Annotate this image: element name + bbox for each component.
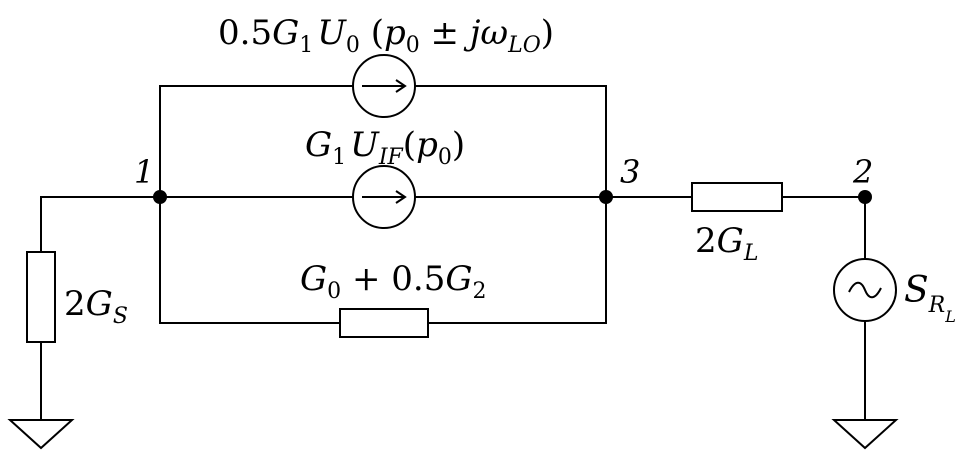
node-dot-3 [599,190,613,204]
sine-wave-icon [848,281,882,299]
node-label-3: 3 [620,153,640,191]
label-2gl: 2GL [695,221,758,266]
wire-bottom-left [159,197,340,324]
ground-left-icon [7,419,75,450]
resistor-g0-g2 [339,308,429,338]
node-label-2: 2 [852,153,873,191]
ground-right-icon [831,419,899,450]
wire-bottom-right [428,197,607,324]
resistor-2gs [26,251,56,343]
label-srl: SRL [904,270,956,326]
wire-top-right [415,85,607,197]
label-g0-g2: G0 + 0.5G2 [300,259,487,304]
node-dot-2 [858,190,872,204]
node-dot-1 [153,190,167,204]
wire-left [40,196,160,252]
arrowhead-top [395,79,407,93]
arrowhead-mid [395,190,407,204]
wire-top [159,85,353,197]
label-2gs: 2GS [64,284,128,329]
resistor-2gl [691,182,783,212]
node-label-1: 1 [134,153,154,191]
